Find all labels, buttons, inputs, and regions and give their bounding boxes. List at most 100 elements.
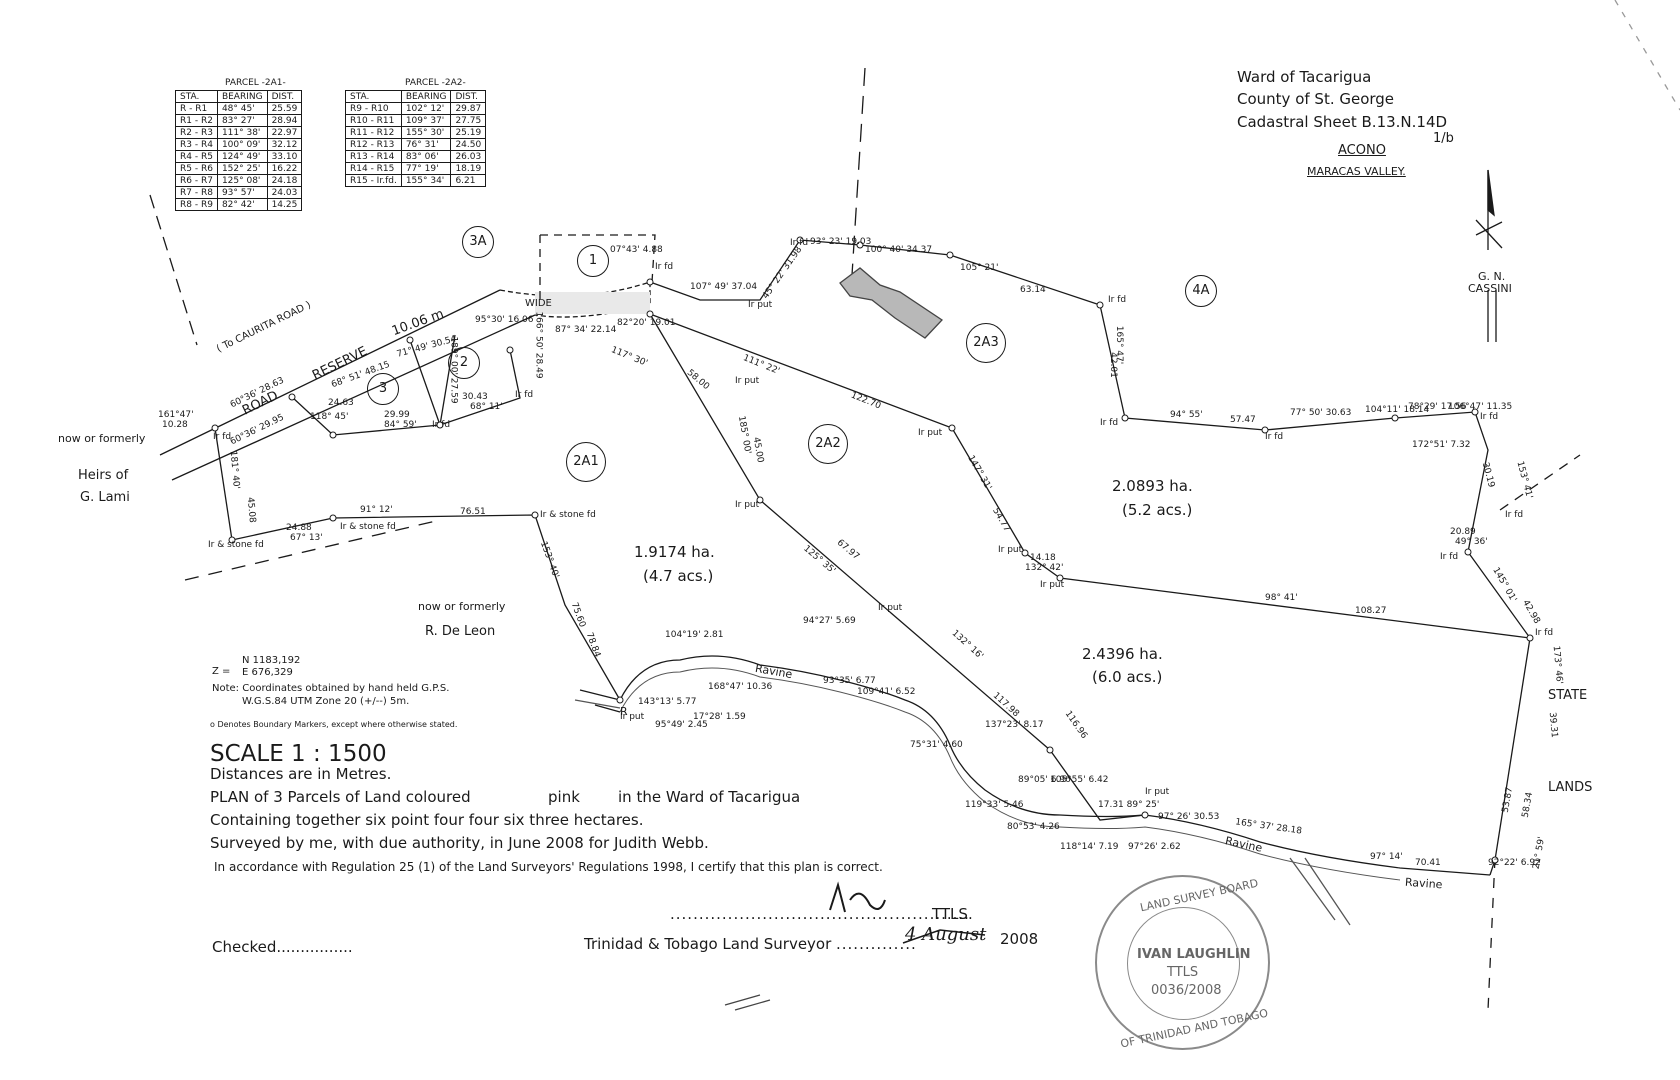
lands-label: LANDS bbox=[1548, 780, 1593, 795]
bearing-label: 105°55' 6.42 bbox=[1050, 775, 1109, 785]
bearing-label: 78°29' 17.56 bbox=[1408, 402, 1467, 412]
table-cell: 83° 27' bbox=[216, 114, 268, 127]
table-cell: 29.87 bbox=[450, 102, 487, 115]
bearing-label: 91° 12' bbox=[360, 505, 393, 515]
area-2a1-acs: (4.7 acs.) bbox=[643, 567, 714, 585]
bearing-label: 24.63 bbox=[328, 398, 354, 408]
table-cell: R4 - R5 bbox=[175, 150, 218, 163]
bearing-label: 143°13' 5.77 bbox=[638, 697, 697, 707]
table-header: BEARING bbox=[400, 90, 452, 103]
table-cell: 33.10 bbox=[266, 150, 303, 163]
marker-label: Ir fd bbox=[1108, 295, 1127, 305]
table-cell: 22.97 bbox=[266, 126, 303, 139]
bearing-label: 29.99 bbox=[384, 410, 410, 420]
bearing-label: 75°31' 4.60 bbox=[910, 740, 963, 750]
marker-label: Ir fd bbox=[432, 420, 451, 430]
table-header: BEARING bbox=[216, 90, 268, 103]
table-cell: 155° 34' bbox=[400, 174, 452, 187]
county-title: County of St. George bbox=[1237, 90, 1395, 108]
table-cell: 16.22 bbox=[266, 162, 303, 175]
valley-name: MARACAS VALLEY. bbox=[1307, 165, 1406, 178]
deleon-prefix: now or formerly bbox=[418, 600, 506, 613]
table-cell: 125° 08' bbox=[216, 174, 268, 187]
marker-label: Ir fd bbox=[213, 432, 232, 442]
parcel-label-2: 2 bbox=[448, 347, 480, 379]
coord-e: E 676,329 bbox=[242, 667, 293, 678]
table-header: DIST. bbox=[266, 90, 303, 103]
bearing-label: 92°22' 6.92 bbox=[1488, 858, 1541, 868]
bearing-label: 104°11' 18.14 bbox=[1365, 405, 1430, 415]
bearing-label: 10.28 bbox=[162, 420, 188, 430]
bearing-label: 70.41 bbox=[1415, 858, 1441, 868]
signature bbox=[829, 881, 886, 913]
marker-label: Ir & stone fd bbox=[208, 540, 264, 550]
parcel-label-4a: 4A bbox=[1185, 275, 1217, 307]
bearing-label: 67° 13' bbox=[290, 533, 323, 543]
table-cell: 111° 38' bbox=[216, 126, 268, 139]
cadastral-sheet: Cadastral Sheet B.13.N.14D bbox=[1237, 113, 1448, 131]
bearing-label: 166° 50' 28.49 bbox=[533, 311, 544, 379]
table-cell: 18.19 bbox=[450, 162, 487, 175]
table-cell: R5 - R6 bbox=[175, 162, 218, 175]
bearing-label: 172°51' 7.32 bbox=[1412, 440, 1471, 450]
bearing-label: 87° 34' 22.14 bbox=[555, 325, 617, 335]
bearing-label: 20.89 bbox=[1450, 527, 1476, 537]
north-label-2: CASSINI bbox=[1468, 282, 1512, 295]
marker-label: Ir put bbox=[878, 603, 903, 613]
bearing-label: 63.14 bbox=[1020, 285, 1046, 295]
marker-label: Ir fd bbox=[655, 262, 674, 272]
table-cell: 83° 06' bbox=[400, 150, 452, 163]
parcel-2a1-boundary bbox=[214, 427, 621, 701]
table-header: STA. bbox=[345, 90, 402, 103]
marker-note: o Denotes Boundary Markers, except where… bbox=[210, 720, 458, 729]
bearing-label: 84° 59' bbox=[384, 420, 417, 430]
parcel-label-2a1: 2A1 bbox=[566, 442, 606, 482]
marker-label: Ir & stone fd bbox=[540, 510, 596, 520]
marker-label: Ir put bbox=[735, 376, 760, 386]
marker-label: Ir put bbox=[735, 500, 760, 510]
surveyor-stamp: LAND SURVEY BOARD OF TRINIDAD AND TOBAGO… bbox=[1095, 875, 1270, 1051]
bearing-label: 17.31 89° 25' bbox=[1098, 800, 1160, 810]
bearing-label: 89°05' 6.96 bbox=[1018, 775, 1071, 785]
stamp-title: TTLS bbox=[1167, 965, 1199, 980]
area-2a2-ha: 2.4396 ha. bbox=[1082, 645, 1163, 663]
stamp-name: IVAN LAUGHLIN bbox=[1137, 947, 1251, 962]
signature-dots: ........................................… bbox=[670, 905, 970, 923]
table-a-caption: PARCEL -2A1- bbox=[225, 78, 286, 88]
surveyor-label: Trinidad & Tobago Land Surveyor bbox=[584, 935, 832, 953]
bearing-label: 95°49' 2.45 bbox=[655, 720, 708, 730]
sheet-edge-top bbox=[851, 67, 866, 276]
marker-label: Ir fd bbox=[1535, 628, 1554, 638]
bearing-label: 14.18 bbox=[1030, 553, 1056, 563]
bearing-label: 161°47' bbox=[158, 410, 194, 420]
table-cell: 48° 45' bbox=[216, 102, 268, 115]
bearing-label: 137°23' 8.17 bbox=[985, 720, 1044, 730]
bearing-label: 76.51 bbox=[460, 507, 486, 517]
marker-label: Ir put bbox=[998, 545, 1023, 555]
table-cell: 152° 25' bbox=[216, 162, 268, 175]
bearing-label: 80°53' 4.26 bbox=[1007, 822, 1060, 832]
bearing-label: 97°26' 2.62 bbox=[1128, 842, 1181, 852]
area-2a3-ha: 2.0893 ha. bbox=[1112, 477, 1193, 495]
ttls-label: TTLS. bbox=[932, 905, 973, 923]
ravine-line bbox=[619, 655, 1491, 876]
bearing-label: 42.01 bbox=[1107, 352, 1118, 378]
area-2a1-ha: 1.9174 ha. bbox=[634, 543, 715, 561]
marker-label: Ir put bbox=[1145, 787, 1170, 797]
deleon-label: R. De Leon bbox=[425, 624, 496, 639]
parcel-label-1: 1 bbox=[577, 245, 609, 277]
table-cell: R14 - R15 bbox=[345, 162, 402, 175]
marker-label: Ir fd bbox=[1505, 510, 1524, 520]
surveyed-note: Surveyed by me, with due authority, in J… bbox=[210, 834, 709, 852]
marker-label-r: R bbox=[620, 705, 628, 718]
table-cell: R - R1 bbox=[175, 102, 218, 115]
bearing-label: 24.88 bbox=[286, 523, 312, 533]
plan-title-c: in the Ward of Tacarigua bbox=[618, 788, 801, 806]
table-cell: R10 - R11 bbox=[345, 114, 402, 127]
